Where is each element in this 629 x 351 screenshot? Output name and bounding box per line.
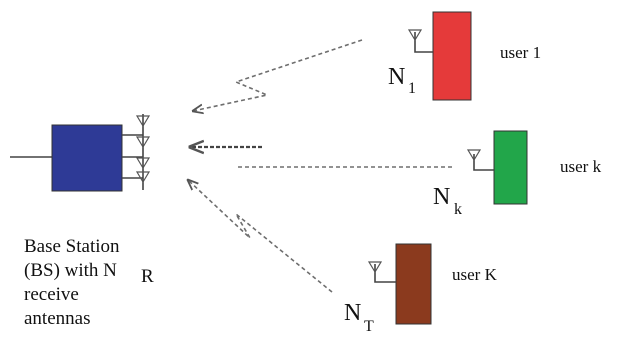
user-K-box bbox=[395, 243, 432, 325]
user-1-box bbox=[432, 11, 472, 101]
user-K-terminal bbox=[367, 243, 432, 325]
base-station-label-subscript: R bbox=[141, 266, 154, 287]
base-station-label-line-4: antennas bbox=[24, 308, 90, 329]
base-station-label-line-1: Base Station bbox=[24, 236, 120, 257]
base-station-label-line-2: (BS) with N bbox=[24, 260, 117, 281]
user-k-antenna-count-label: N bbox=[433, 184, 450, 210]
user-1-antenna-count-label: N bbox=[388, 64, 405, 90]
user-k-antenna-icon bbox=[466, 149, 494, 171]
user-K-antenna-count-label: N bbox=[344, 300, 361, 326]
user-K-antenna-icon bbox=[367, 261, 396, 283]
user-1-antenna-count-subscript: 1 bbox=[408, 80, 416, 97]
base-station-box bbox=[51, 124, 123, 192]
user-K-antenna-count-subscript: T bbox=[364, 318, 374, 335]
uplink-user-K-arrow bbox=[188, 180, 333, 293]
user-K-label: user K bbox=[452, 265, 498, 284]
user-1-terminal bbox=[407, 11, 472, 101]
user-1-antenna-icon bbox=[407, 29, 433, 53]
uplink-user-1-arrow bbox=[193, 39, 363, 111]
user-k-antenna-count-subscript: k bbox=[454, 201, 462, 218]
user-k-label: user k bbox=[560, 157, 602, 176]
user-k-box bbox=[493, 130, 528, 205]
user-1-label: user 1 bbox=[500, 43, 541, 62]
base-station bbox=[10, 114, 151, 192]
base-station-label-line-3: receive bbox=[24, 284, 79, 305]
base-station-antennas-icon bbox=[122, 114, 151, 190]
user-k-terminal bbox=[466, 130, 528, 205]
